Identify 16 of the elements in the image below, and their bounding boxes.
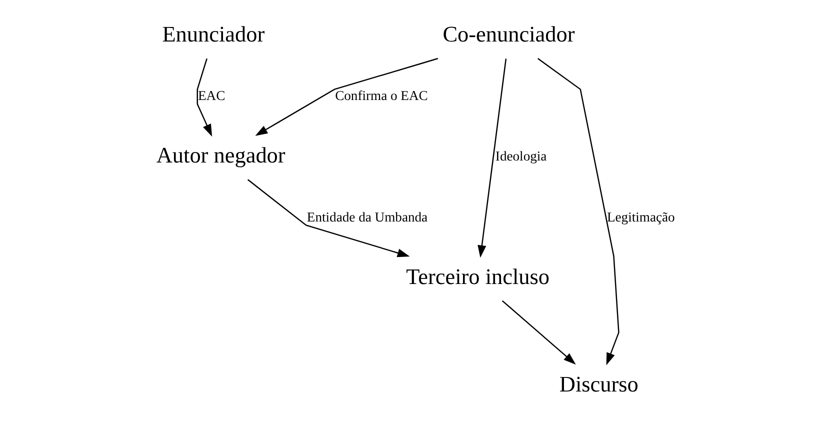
- edge-label: Ideologia: [494, 148, 546, 164]
- node-text: Autor negador: [156, 142, 285, 168]
- node-text: Enunciador: [162, 21, 264, 46]
- arrow: [196, 58, 212, 136]
- node-text: Terceiro incluso: [406, 263, 550, 288]
- edge-label: EAC: [198, 88, 225, 103]
- arrow: [254, 57, 438, 136]
- edge-label: Entidade da Umbanda: [306, 208, 428, 224]
- edge-label: Legitimação: [606, 208, 674, 224]
- arrow: [477, 58, 506, 258]
- arrow: [537, 58, 619, 365]
- arrow: [246, 178, 410, 257]
- edge-label: Confirma o EAC: [334, 88, 428, 103]
- node-text: Co-enunciador: [442, 21, 574, 46]
- arrow: [501, 300, 576, 364]
- node-text: Discurso: [558, 370, 638, 396]
